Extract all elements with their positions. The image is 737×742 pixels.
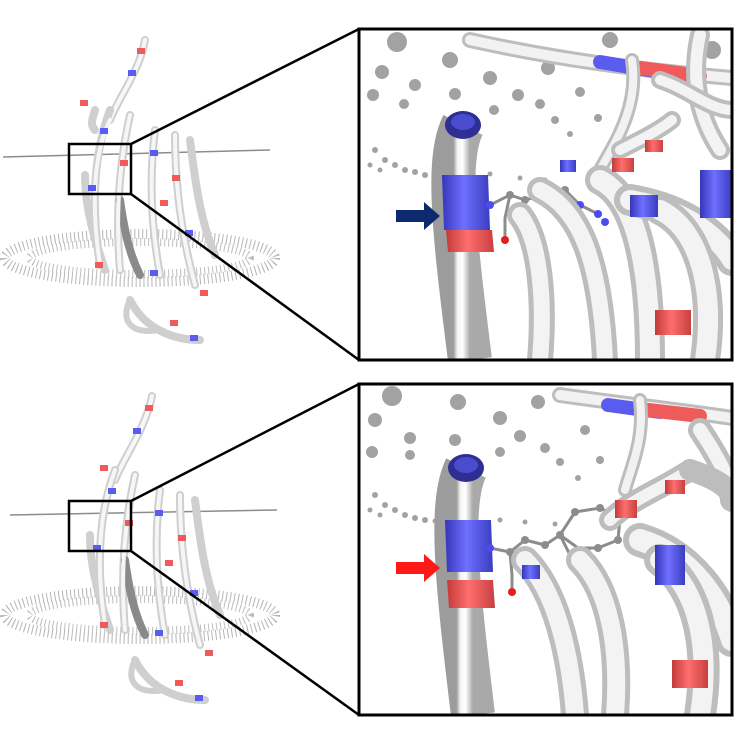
bottom-zoom-panel bbox=[357, 382, 734, 717]
highlighted-strand bbox=[431, 111, 494, 360]
residue-bands bbox=[93, 405, 213, 701]
top-zoom-frame bbox=[357, 27, 734, 362]
bottom-overview-protein bbox=[0, 392, 280, 704]
membrane-dots bbox=[367, 32, 721, 183]
top-zoom-panel bbox=[357, 27, 734, 362]
membrane-plane bbox=[0, 149, 280, 287]
top-overview-protein bbox=[0, 36, 280, 344]
membrane-dots bbox=[366, 386, 604, 527]
barrel-strands bbox=[86, 392, 224, 704]
highlighted-strand bbox=[434, 454, 495, 715]
top-zoom-box bbox=[67, 142, 133, 196]
barrel-strands bbox=[81, 36, 219, 344]
top-zoom-callout bbox=[67, 27, 360, 362]
arrow-icon bbox=[396, 202, 440, 230]
arrow-icon bbox=[396, 554, 440, 582]
bottom-zoom-callout bbox=[67, 382, 360, 717]
bottom-zoom-box bbox=[67, 499, 133, 553]
membrane-plane bbox=[0, 509, 280, 644]
bottom-zoom-frame bbox=[357, 382, 734, 717]
residue-bands bbox=[80, 48, 208, 341]
